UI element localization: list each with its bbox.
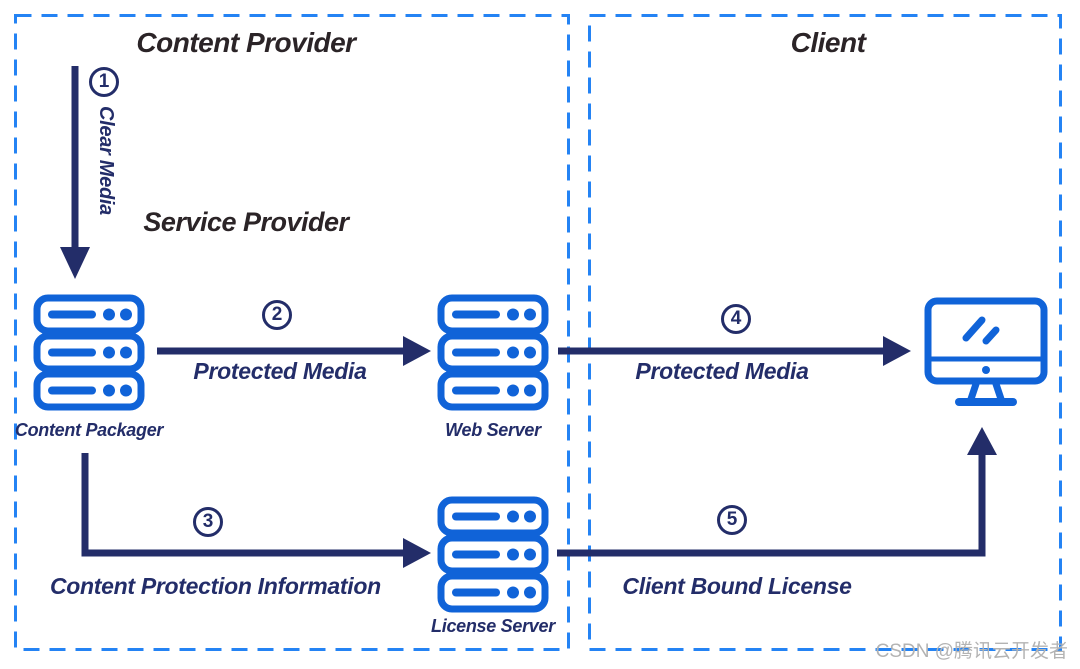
protected-media-label-2: Protected Media (193, 358, 367, 384)
arrow-protected-media-to-web-server (157, 336, 431, 366)
server-icon (437, 496, 549, 613)
step-4-badge: 4 (721, 304, 751, 334)
step-1-badge: 1 (89, 67, 119, 97)
content-provider-box (14, 14, 570, 651)
client-title: Client (790, 27, 866, 58)
client-box (588, 14, 1062, 651)
license-server-label: License Server (431, 616, 555, 636)
step-3-badge: 3 (193, 507, 223, 537)
arrow-clear-media (60, 66, 90, 279)
content-protection-information-label: Content Protection Information (50, 573, 381, 599)
step-2-badge: 2 (262, 300, 292, 330)
service-provider-title: Service Provider (143, 207, 349, 237)
protected-media-label-4: Protected Media (635, 358, 809, 384)
step-5-badge: 5 (717, 505, 747, 535)
arrow-content-protection-information (81, 453, 431, 568)
content-packager-label: Content Packager (14, 420, 164, 440)
content-provider-title: Content Provider (136, 27, 356, 58)
arrow-protected-media-to-client (558, 336, 911, 366)
web-server-label: Web Server (445, 420, 541, 440)
clear-media-label: Clear Media (95, 106, 117, 215)
monitor-icon (924, 297, 1048, 406)
server-icon (33, 294, 145, 411)
csdn-watermark: CSDN @腾讯云开发者 (875, 641, 1068, 662)
client-bound-license-label: Client Bound License (622, 573, 852, 599)
server-icon (437, 294, 549, 411)
arrow-client-bound-license (557, 427, 997, 557)
